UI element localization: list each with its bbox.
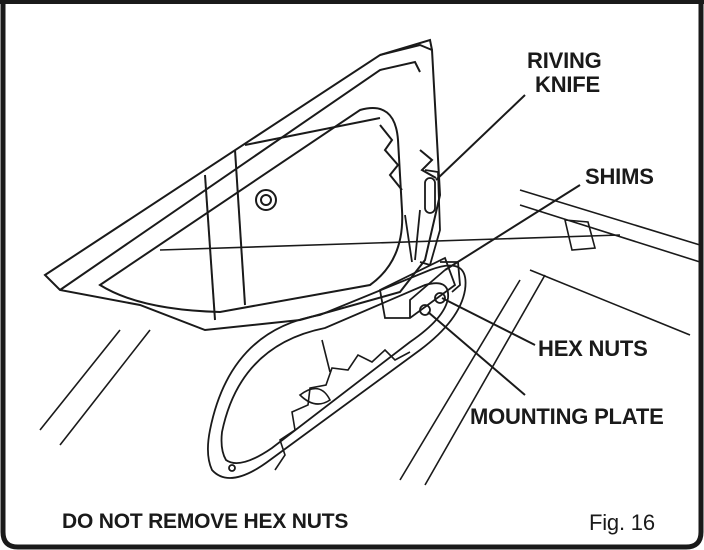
leader-mounting-plate (427, 311, 526, 396)
leader-lines (427, 94, 581, 396)
shims-label: SHIMS (585, 164, 654, 189)
hex-nuts-label: HEX NUTS (538, 336, 648, 361)
leader-hex-nuts (441, 297, 536, 346)
warning-caption: DO NOT REMOVE HEX NUTS (62, 510, 349, 533)
saw-blade (274, 339, 411, 471)
figure-number: Fig. 16 (589, 510, 655, 535)
riving-knife-label-line2: KNIFE (535, 72, 601, 97)
leader-riving-knife (435, 94, 526, 181)
riving-knife-parts (378, 169, 461, 319)
mounting-plate-label: MOUNTING PLATE (470, 404, 664, 429)
table-top (39, 189, 701, 486)
blade-guard (43, 38, 442, 332)
leader-shims (444, 184, 581, 271)
riving-knife-label-line1: RIVING (527, 48, 602, 73)
blade-slot (207, 264, 467, 479)
